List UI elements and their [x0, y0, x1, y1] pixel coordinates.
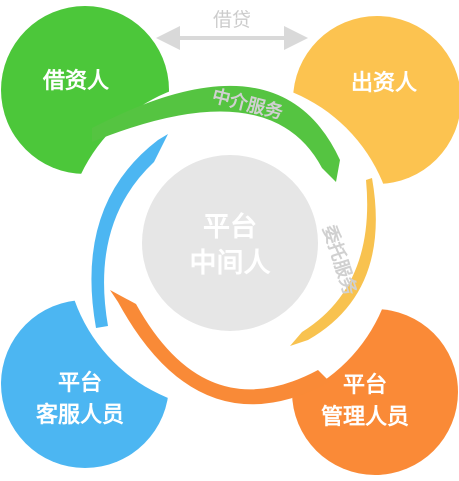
center-line1: 平台 [203, 211, 257, 243]
borrower-label: 借资人 [42, 69, 109, 94]
return-orange-arrow [110, 290, 330, 405]
center-node [142, 155, 318, 331]
top-borrow-label: 借贷 [213, 9, 251, 31]
center-line2: 中间人 [190, 248, 271, 279]
manager-label-line2: 管理人员 [321, 404, 409, 430]
intermediary-service-arrow [92, 85, 340, 182]
return-blue-arrow [91, 134, 168, 328]
service-label-line1: 平台 [58, 370, 102, 396]
manager-label-line1: 平台 [343, 372, 387, 398]
entrusted-service-arrow [290, 178, 376, 346]
service-label-line2: 客服人员 [36, 402, 124, 428]
lender-label: 出资人 [351, 71, 417, 96]
